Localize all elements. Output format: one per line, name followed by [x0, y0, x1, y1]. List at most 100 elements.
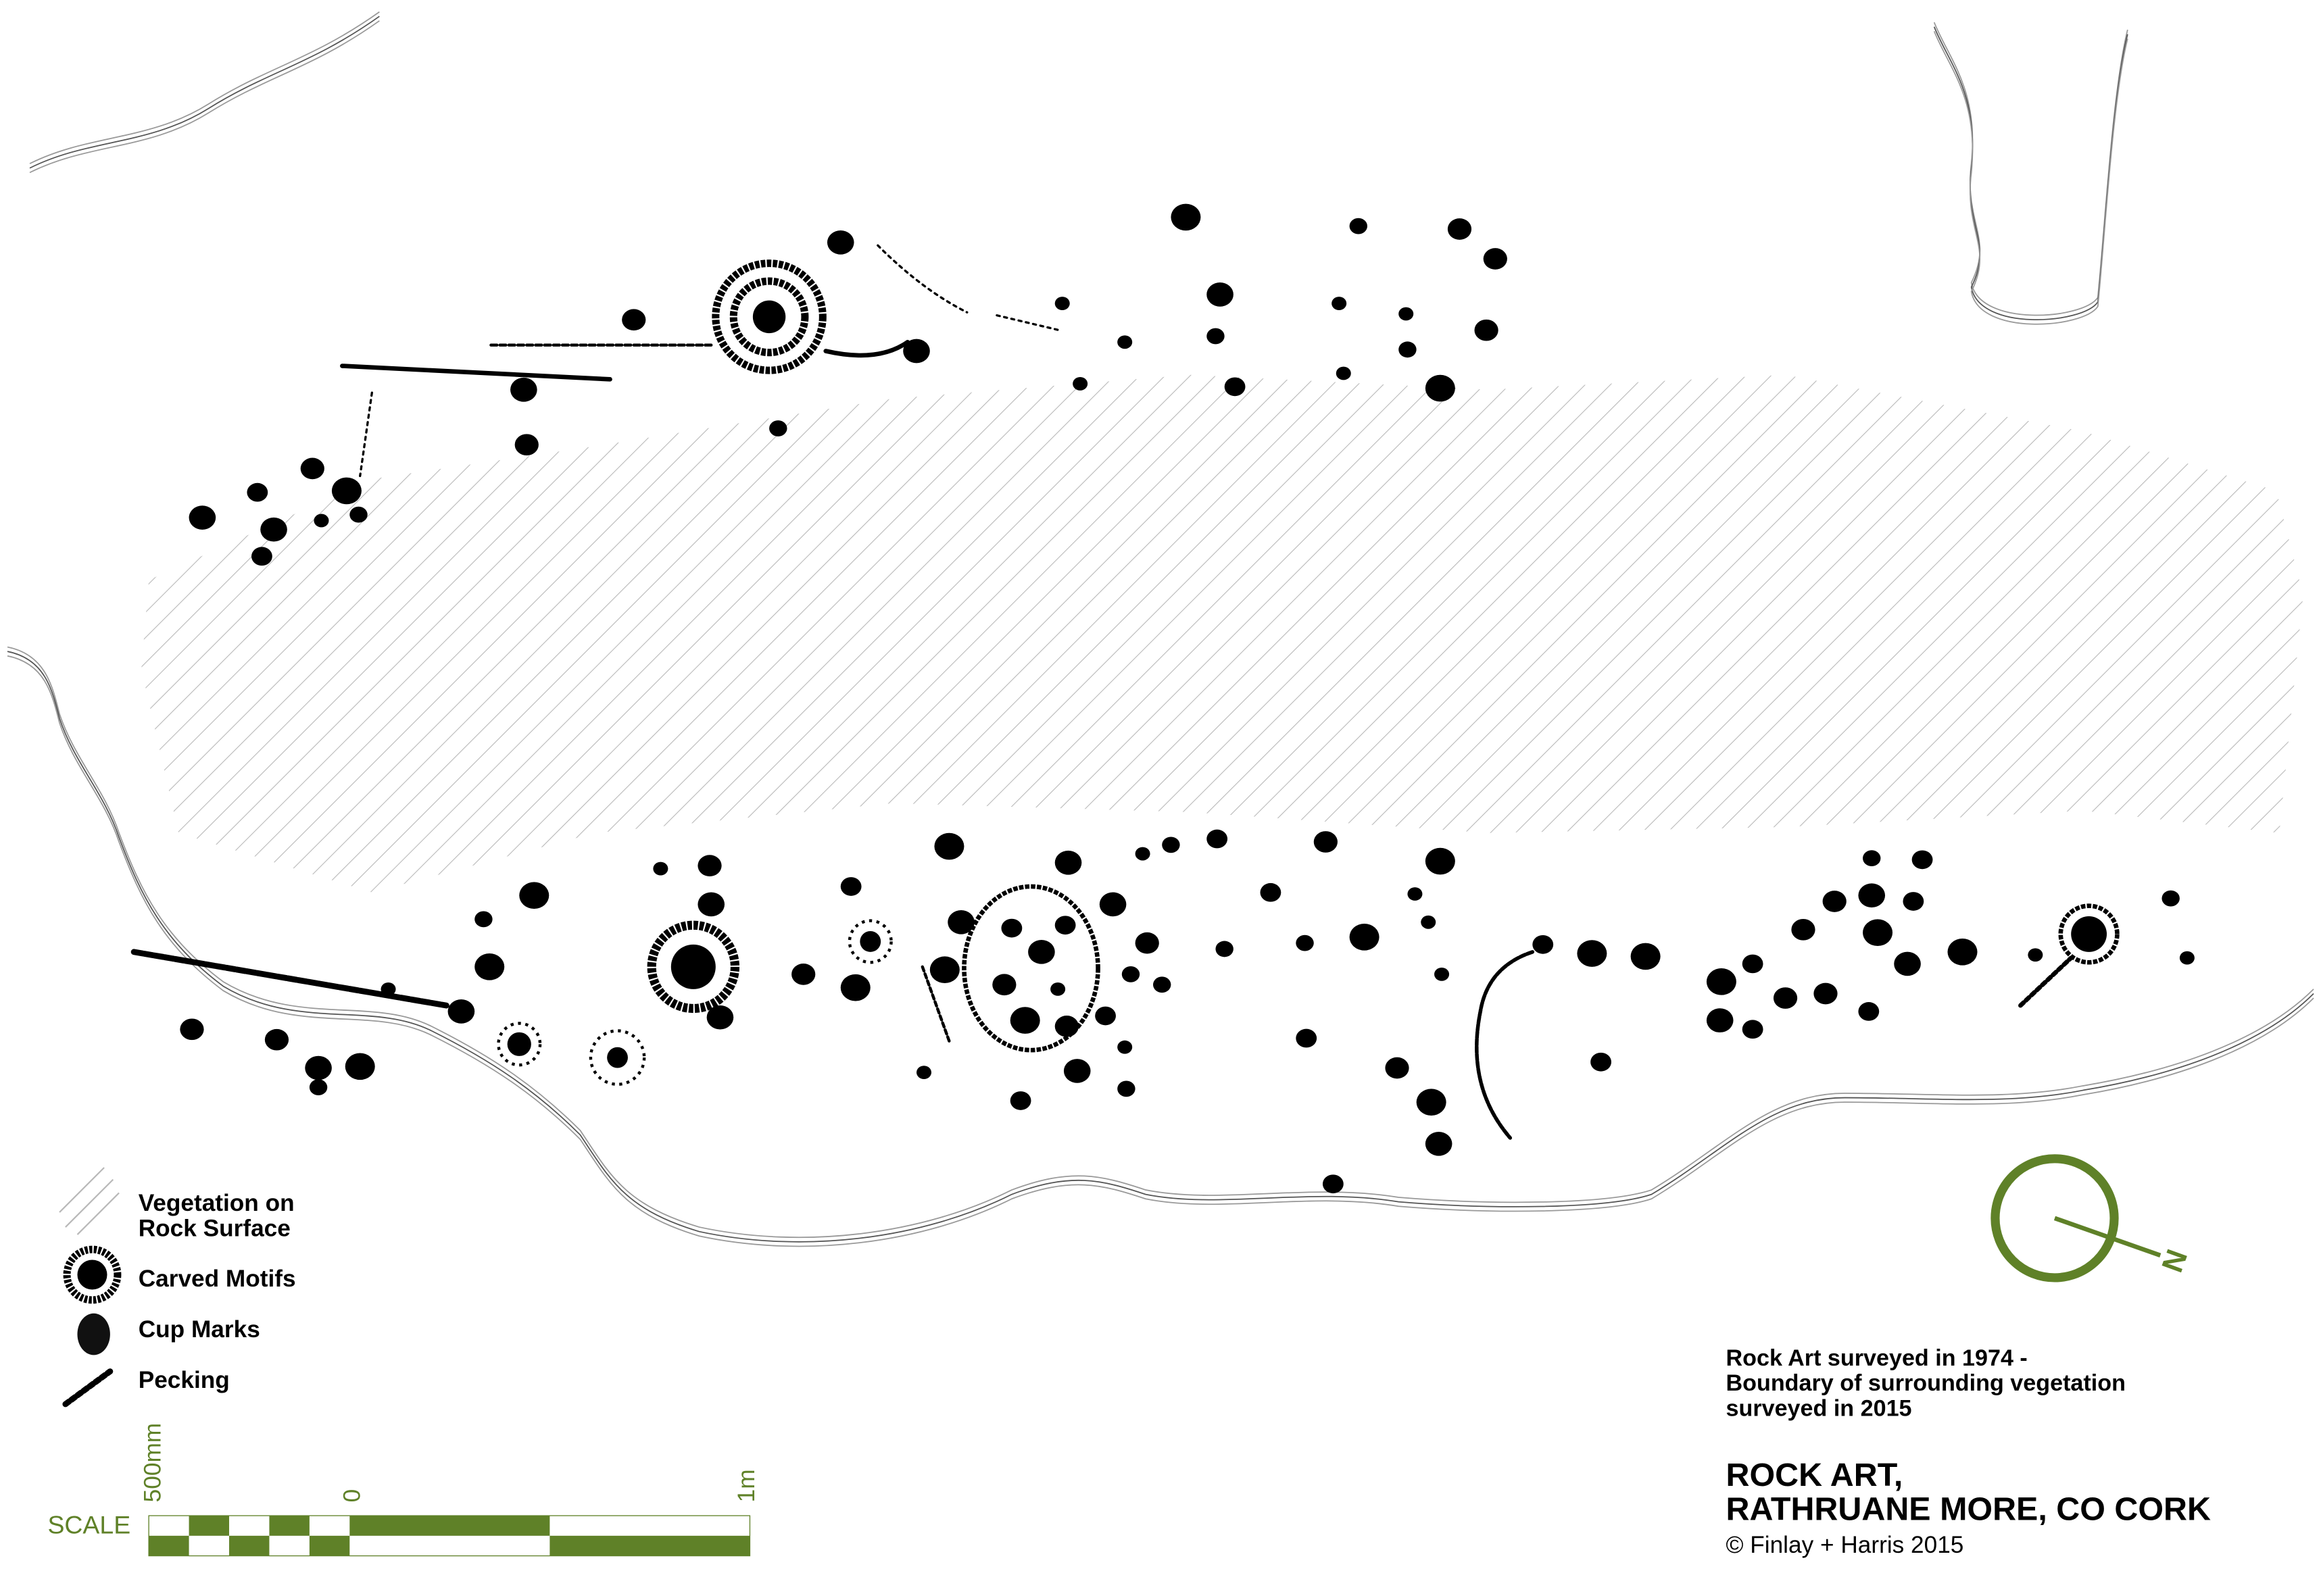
legend-pecking-icon [62, 1368, 114, 1407]
cup-mark [1407, 887, 1423, 901]
cup-mark [840, 877, 862, 896]
cup-mark [917, 1066, 932, 1080]
cup-mark [1206, 328, 1225, 345]
title-line-1: ROCK ART, [1726, 1456, 1903, 1494]
cup-mark [1322, 1174, 1344, 1194]
pecking-line [877, 244, 969, 314]
carved-center [507, 1032, 531, 1056]
cup-mark [510, 377, 537, 402]
cup-mark [1054, 297, 1070, 310]
cup-mark [1117, 1080, 1135, 1097]
cup-mark [447, 999, 475, 1024]
cup-mark [1224, 377, 1246, 397]
survey-note: Rock Art surveyed in 1974 - Boundary of … [1726, 1346, 2126, 1422]
cup-mark [1863, 850, 1881, 867]
cup-mark [1421, 915, 1436, 929]
cup-mark [1822, 891, 1847, 912]
carved-oval [962, 884, 1100, 1053]
cup-mark [1135, 932, 1159, 954]
cup-mark [381, 982, 396, 996]
legend-vegetation-line1: Vegetation on [138, 1191, 295, 1217]
scale-segment [349, 1516, 550, 1536]
cup-mark [653, 862, 668, 876]
cup-mark [1153, 976, 1171, 993]
title-line-2: RATHRUANE MORE, CO CORK [1726, 1490, 2211, 1528]
carved-center [860, 931, 881, 952]
north-arrow-icon: N [1990, 1154, 2194, 1282]
carved-ring [712, 259, 827, 374]
cup-mark [1425, 847, 1455, 875]
cup-mark [331, 477, 362, 505]
cup-mark [264, 1028, 289, 1051]
cup-mark [2161, 890, 2180, 907]
cup-mark [1630, 943, 1661, 970]
cup-mark [992, 974, 1017, 996]
cup-mark [349, 506, 368, 523]
pecking-lines [130, 244, 2074, 1140]
scale-label: SCALE [47, 1511, 131, 1540]
rock-edge-line [7, 646, 2314, 1239]
rock-edge-line [29, 20, 380, 174]
pecking-line [921, 965, 951, 1043]
pecking-line [2018, 955, 2074, 1008]
cup-mark [1296, 1028, 1317, 1048]
scale-segment [149, 1535, 189, 1556]
cup-mark [474, 953, 505, 980]
cup-mark [309, 1079, 328, 1096]
cup-mark [1858, 1002, 1880, 1021]
pecking-line [359, 391, 373, 478]
cup-mark [791, 964, 816, 985]
cup-mark [1171, 203, 1201, 231]
cup-mark [1010, 1091, 1031, 1110]
cup-mark [247, 482, 268, 502]
cup-mark [514, 434, 539, 456]
cup-mark [1215, 941, 1233, 957]
cup-mark [1791, 918, 1815, 941]
legend-cup-marks-label: Cup Marks [138, 1318, 260, 1343]
cup-mark [1577, 940, 1607, 967]
cup-mark [1050, 982, 1066, 996]
cup-mark [1121, 966, 1140, 982]
rock-edge-line [7, 655, 2314, 1247]
pecking-line [339, 364, 612, 382]
cup-mark [1474, 319, 1498, 341]
cup-mark [827, 230, 854, 255]
cup-mark [1813, 982, 1838, 1005]
cup-mark [1349, 218, 1367, 234]
cup-mark [1590, 1052, 1612, 1072]
cup-mark [1206, 829, 1228, 849]
cup-mark [1117, 335, 1133, 349]
cup-mark [1162, 837, 1180, 853]
carved-center [752, 300, 786, 334]
cup-mark [706, 1005, 734, 1030]
legend-pecking-label: Pecking [138, 1368, 230, 1394]
note-line-2: Boundary of surrounding vegetation [1726, 1371, 2126, 1397]
cup-mark [1336, 366, 1351, 380]
rock-edge-line [1933, 26, 2128, 321]
cup-mark [1206, 282, 1233, 307]
copyright: © Finlay + Harris 2015 [1726, 1533, 1964, 1559]
cup-mark [929, 956, 960, 984]
carved-center [2071, 916, 2107, 952]
cup-mark [1773, 987, 1798, 1009]
cup-mark [1742, 1020, 1763, 1039]
legend-vegetation-label: Vegetation on Rock Surface [139, 1191, 295, 1242]
carved-ring [848, 919, 893, 964]
cup-mark [1296, 934, 1314, 951]
legend-carved-motifs-label: Carved Motifs [138, 1267, 296, 1293]
scale-tick-0: 0 [341, 1489, 366, 1503]
cup-mark [840, 974, 871, 1001]
cup-mark [1706, 968, 1736, 995]
cup-mark [251, 547, 272, 566]
scale-segment [229, 1535, 270, 1556]
cup-mark [1425, 374, 1455, 402]
cup-mark [300, 457, 324, 480]
cup-mark [1054, 850, 1082, 875]
carved-center [670, 944, 716, 989]
cup-mark [622, 309, 646, 331]
cup-mark [1099, 892, 1127, 917]
cup-mark [1416, 1089, 1446, 1116]
scale-segment [189, 1516, 230, 1536]
